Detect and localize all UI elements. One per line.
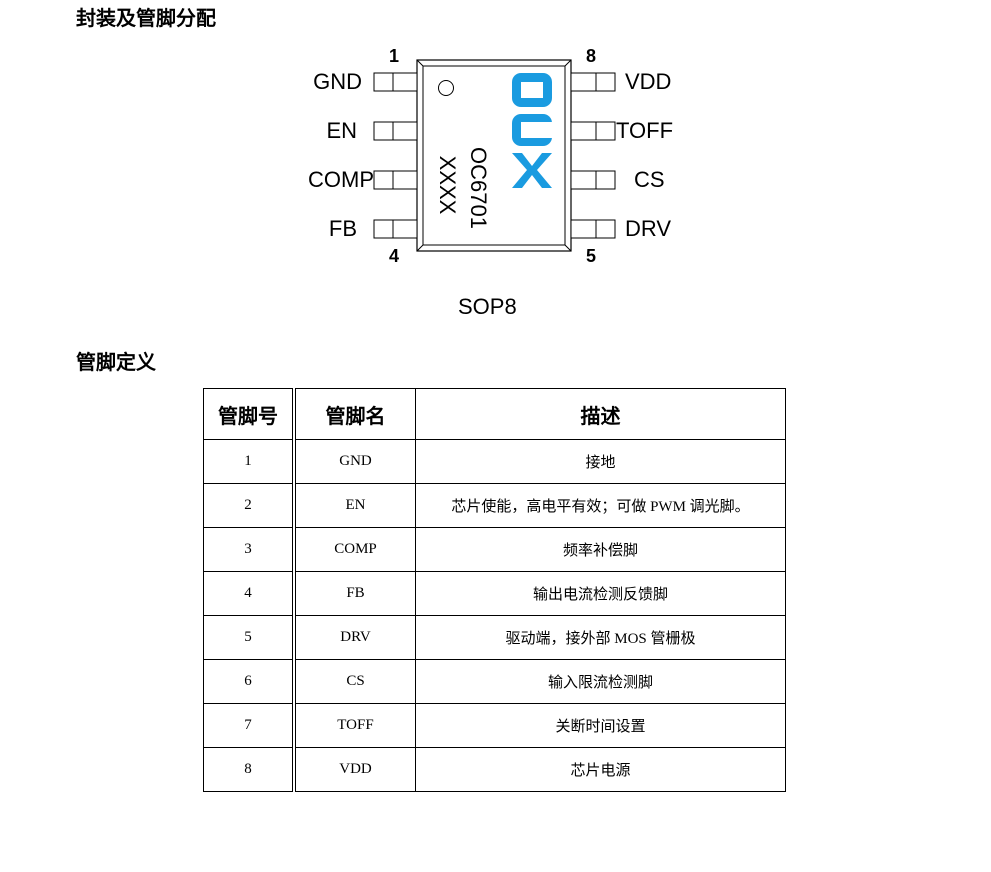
pin-name-cell: TOFF [293, 703, 416, 748]
pin-desc-cell: 关断时间设置 [415, 703, 786, 748]
sop8-package-diagram [373, 59, 616, 252]
pin-label-cs: CS [634, 167, 665, 192]
pin-name-cell: EN [293, 483, 416, 528]
header-description: 描述 [415, 388, 786, 440]
header-pin-number: 管脚号 [203, 388, 296, 440]
pin-name-cell: GND [293, 439, 416, 484]
pin-number-cell: 8 [203, 747, 296, 792]
pin-number-cell: 2 [203, 483, 296, 528]
pin-desc-cell: 频率补偿脚 [415, 527, 786, 572]
pin-number-4: 4 [389, 246, 400, 266]
pin-number-cell: 3 [203, 527, 296, 572]
pin-desc-cell: 输入限流检测脚 [415, 659, 786, 704]
pin-name-cell: COMP [293, 527, 416, 572]
pin-desc-cell: 输出电流检测反馈脚 [415, 571, 786, 616]
pin-label-fb: FB [328, 216, 357, 241]
pin-desc-cell: 芯片使能，高电平有效；可做 PWM 调光脚。 [415, 483, 786, 528]
part-number-marking: OC6701 [466, 147, 491, 229]
pin-desc-cell: 驱动端，接外部 MOS 管栅极 [415, 615, 786, 660]
pin-label-gnd: GND [313, 69, 362, 94]
pin-number-cell: 6 [203, 659, 296, 704]
pin-name-cell: DRV [293, 615, 416, 660]
date-code-marking: XXXX [435, 155, 460, 215]
pin-number-8: 8 [586, 46, 597, 66]
ocx-logo-icon [512, 73, 552, 188]
pin-label-drv: DRV [625, 216, 672, 241]
pin-desc-cell: 芯片电源 [415, 747, 786, 792]
pin-number-1: 1 [389, 46, 400, 66]
pin-name-cell: VDD [293, 747, 416, 792]
pin-label-en: EN [326, 118, 357, 143]
pin-label-toff: TOFF [616, 118, 674, 143]
pin-name-cell: CS [293, 659, 416, 704]
package-name: SOP8 [458, 294, 517, 319]
pin-desc-cell: 接地 [415, 439, 786, 484]
pin-number-5: 5 [586, 246, 597, 266]
section-title-package: 封装及管脚分配 [76, 6, 216, 30]
pin-number-cell: 7 [203, 703, 296, 748]
pin-label-vdd: VDD [625, 69, 672, 94]
pin-number-cell: 4 [203, 571, 296, 616]
pin-label-comp: COMP [308, 167, 374, 192]
pin-number-cell: 5 [203, 615, 296, 660]
header-pin-name: 管脚名 [293, 388, 416, 440]
section-title-pin-definition: 管脚定义 [76, 350, 156, 374]
pin-number-cell: 1 [203, 439, 296, 484]
pin-name-cell: FB [293, 571, 416, 616]
table-header-row: 管脚号 管脚名 描述 [203, 388, 786, 440]
